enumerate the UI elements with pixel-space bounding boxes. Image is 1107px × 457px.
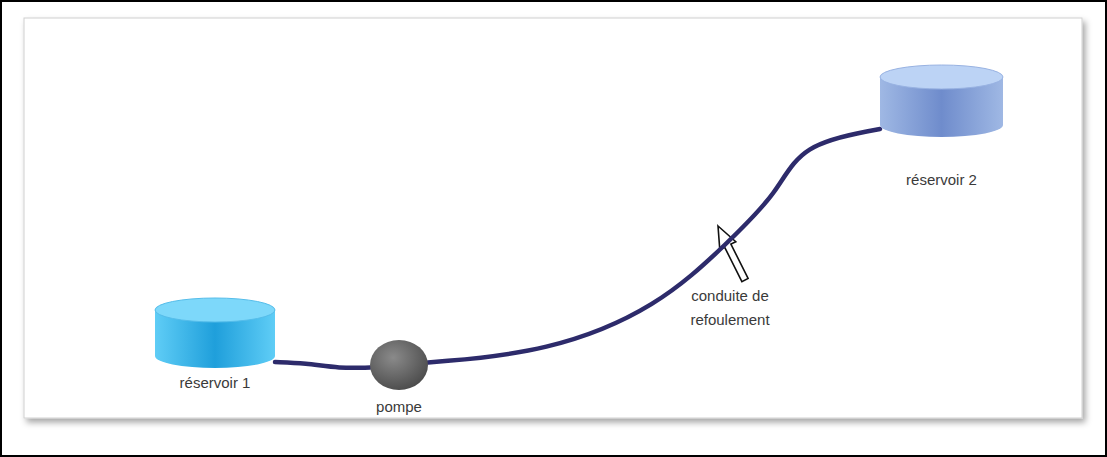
node-label: réservoir 2 — [906, 171, 977, 188]
tank-outline — [155, 298, 275, 368]
pump: pompe — [370, 340, 428, 390]
pipe — [275, 362, 370, 368]
inner-panel — [24, 18, 1082, 418]
node-label: pompe — [376, 398, 422, 415]
pump-body — [370, 340, 428, 390]
node-label: réservoir 1 — [180, 374, 251, 391]
tank: réservoir 1 — [155, 298, 275, 368]
tank: réservoir 2 — [880, 65, 1003, 137]
pump-outline — [370, 340, 428, 390]
callout-label: conduite de refoulement — [670, 284, 790, 332]
tank-outline — [880, 65, 1003, 137]
tank-top — [155, 298, 275, 322]
pipe — [428, 129, 880, 363]
tank-top — [880, 65, 1003, 89]
